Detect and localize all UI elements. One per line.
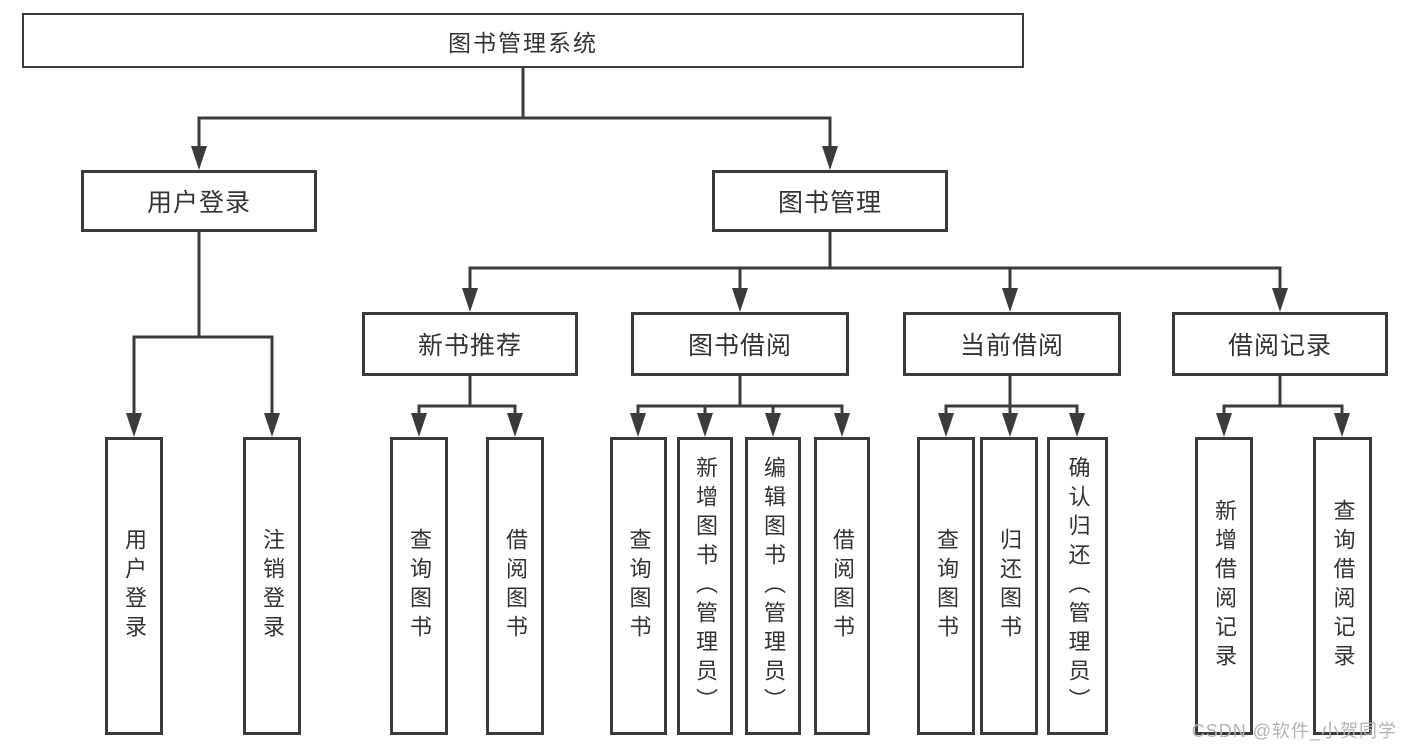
edge-book-borrow-to-leaves [630, 374, 850, 437]
node-new-book-recommend-label: 新书推荐 [417, 332, 522, 360]
node-user-login: 用户登录 [81, 170, 317, 232]
leaf-bb-borrow-books-label: 借阅图书 [830, 528, 855, 644]
leaf-cb-query-books-label: 查询图书 [934, 528, 959, 644]
leaf-br-query-record: 查询借阅记录 [1313, 437, 1372, 735]
edge-current-borrow-to-leaves [938, 374, 1085, 437]
leaf-br-add-record: 新增借阅记录 [1195, 437, 1253, 735]
leaf-bb-query-books-label: 查询图书 [626, 528, 652, 644]
edge-new-book-rec-to-leaves [411, 374, 523, 437]
leaf-cb-confirm-return-admin: 确认归还（管理员） [1047, 437, 1108, 735]
node-root: 图书管理系统 [22, 13, 1024, 68]
leaf-bb-add-books-admin: 新增图书（管理员） [677, 437, 733, 735]
node-book-borrow: 图书借阅 [631, 312, 849, 376]
edge-book-mgmt-to-level3 [462, 230, 1288, 312]
leaf-cb-confirm-return-admin-label: 确认归还（管理员） [1065, 455, 1091, 717]
node-book-borrow-label: 图书借阅 [687, 332, 792, 360]
leaf-nbr-query-books: 查询图书 [390, 437, 448, 735]
node-book-management: 图书管理 [712, 170, 948, 232]
edge-root-to-level2 [191, 66, 838, 170]
node-user-login-label: 用户登录 [146, 189, 251, 217]
leaf-cb-return-books-label: 归还图书 [997, 528, 1022, 644]
leaf-br-query-record-label: 查询借阅记录 [1330, 499, 1356, 673]
leaf-nbr-query-books-label: 查询图书 [407, 528, 432, 644]
leaf-nbr-borrow-books: 借阅图书 [486, 437, 544, 735]
node-new-book-recommend: 新书推荐 [362, 312, 578, 376]
node-borrow-records-label: 借阅记录 [1227, 332, 1332, 360]
node-root-label: 图书管理系统 [448, 29, 598, 56]
leaf-cb-query-books: 查询图书 [917, 437, 975, 735]
leaf-cb-return-books: 归还图书 [980, 437, 1038, 735]
edge-user-login-to-leaves [126, 230, 280, 437]
node-borrow-records: 借阅记录 [1172, 312, 1388, 376]
node-current-borrow: 当前借阅 [903, 312, 1121, 376]
leaf-br-add-record-label: 新增借阅记录 [1212, 499, 1237, 673]
leaf-bb-edit-books-admin-label: 编辑图书（管理员） [761, 455, 786, 717]
node-book-management-label: 图书管理 [777, 189, 882, 217]
leaf-logout-login: 注销登录 [243, 437, 301, 735]
leaf-user-login-label: 用户登录 [122, 528, 147, 644]
csdn-watermark: CSDN @软件_小贺同学 [1191, 721, 1397, 741]
node-current-borrow-label: 当前借阅 [959, 332, 1064, 360]
leaf-bb-borrow-books: 借阅图书 [814, 437, 870, 735]
edge-borrow-record-to-leaves [1216, 374, 1350, 437]
leaf-user-login: 用户登录 [105, 437, 163, 735]
leaf-nbr-borrow-books-label: 借阅图书 [503, 528, 528, 644]
leaf-bb-edit-books-admin: 编辑图书（管理员） [745, 437, 801, 735]
leaf-logout-login-label: 注销登录 [260, 528, 285, 644]
leaf-bb-add-books-admin-label: 新增图书（管理员） [693, 455, 718, 717]
leaf-bb-query-books: 查询图书 [610, 437, 667, 735]
